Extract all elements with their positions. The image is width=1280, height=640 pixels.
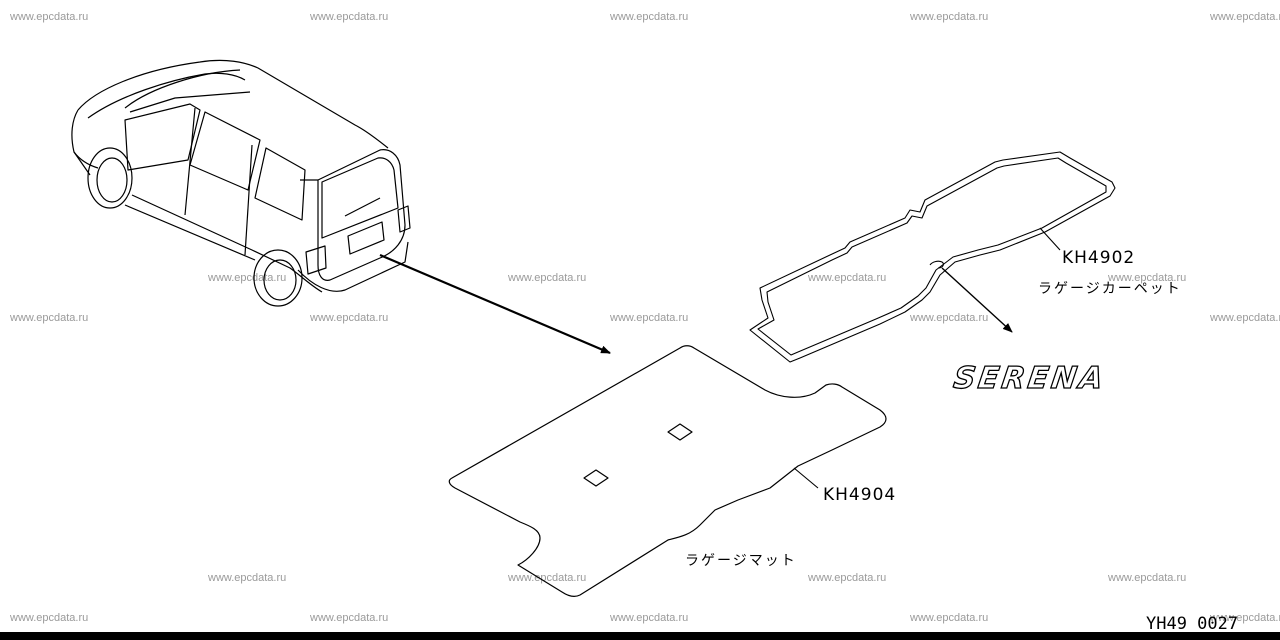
watermark-text: www.epcdata.ru (610, 612, 689, 624)
watermark-text: www.epcdata.ru (610, 312, 689, 324)
part-number-carpet: KH4902 (1062, 248, 1136, 268)
watermark-text: www.epcdata.ru (10, 11, 89, 23)
watermark-text: www.epcdata.ru (808, 572, 887, 584)
minivan-rear-view-icon (71, 59, 411, 307)
arrow-icon (941, 267, 1013, 333)
watermark-text: www.epcdata.ru (310, 312, 389, 324)
diagram-id: YH49 0027 (1146, 614, 1239, 634)
leader-line (793, 467, 819, 489)
watermark-text: www.epcdata.ru (610, 11, 689, 23)
part-name-mat: ラゲージマット (685, 553, 797, 569)
watermark-text: www.epcdata.ru (910, 11, 989, 23)
watermark-text: www.epcdata.ru (508, 272, 587, 284)
part-name-carpet: ラゲージカーペット (1038, 281, 1182, 297)
watermark-text: www.epcdata.ru (1108, 272, 1187, 284)
bottom-border (0, 632, 1280, 640)
watermark-text: www.epcdata.ru (808, 272, 887, 284)
watermark-text: www.epcdata.ru (910, 612, 989, 624)
watermark-text: www.epcdata.ru (208, 272, 287, 284)
watermark-text: www.epcdata.ru (1210, 11, 1280, 23)
watermark-text: www.epcdata.ru (508, 572, 587, 584)
watermark-text: www.epcdata.ru (1210, 612, 1280, 624)
luggage-mat-outline (448, 345, 887, 598)
watermark-text: www.epcdata.ru (10, 312, 89, 324)
serena-emblem: SERENA (951, 361, 1108, 396)
part-number-mat: KH4904 (823, 485, 897, 505)
watermark-text: www.epcdata.ru (310, 612, 389, 624)
watermark-text: www.epcdata.ru (910, 312, 989, 324)
watermark-text: www.epcdata.ru (208, 572, 287, 584)
watermark-text: www.epcdata.ru (10, 612, 89, 624)
arrow-icon (379, 253, 611, 355)
watermark-text: www.epcdata.ru (1108, 572, 1187, 584)
luggage-carpet-outline (749, 151, 1116, 363)
watermark-text: www.epcdata.ru (310, 11, 389, 23)
watermark-text: www.epcdata.ru (1210, 312, 1280, 324)
leader-line (1039, 227, 1061, 251)
